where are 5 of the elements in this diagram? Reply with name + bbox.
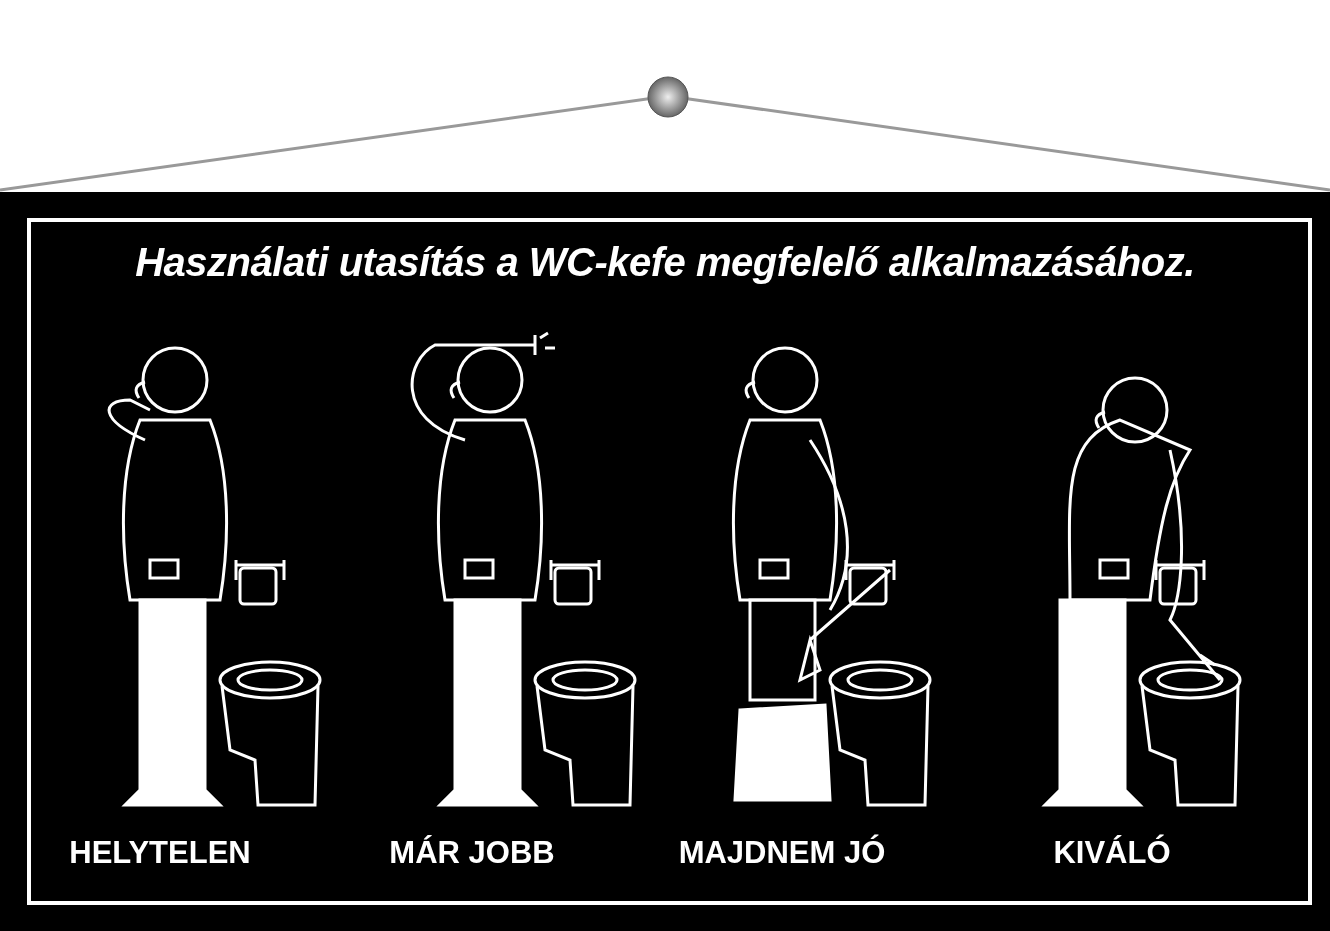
panel-caption: MÁR JOBB <box>389 835 555 871</box>
sign-title: Használati utasítás a WC-kefe megfelelő alkalmazásához. <box>134 240 1196 285</box>
panel-caption: MAJDNEM JÓ <box>678 835 886 871</box>
panel-caption: HELYTELEN <box>69 835 251 871</box>
panel-caption: KIVÁLÓ <box>1053 835 1171 871</box>
